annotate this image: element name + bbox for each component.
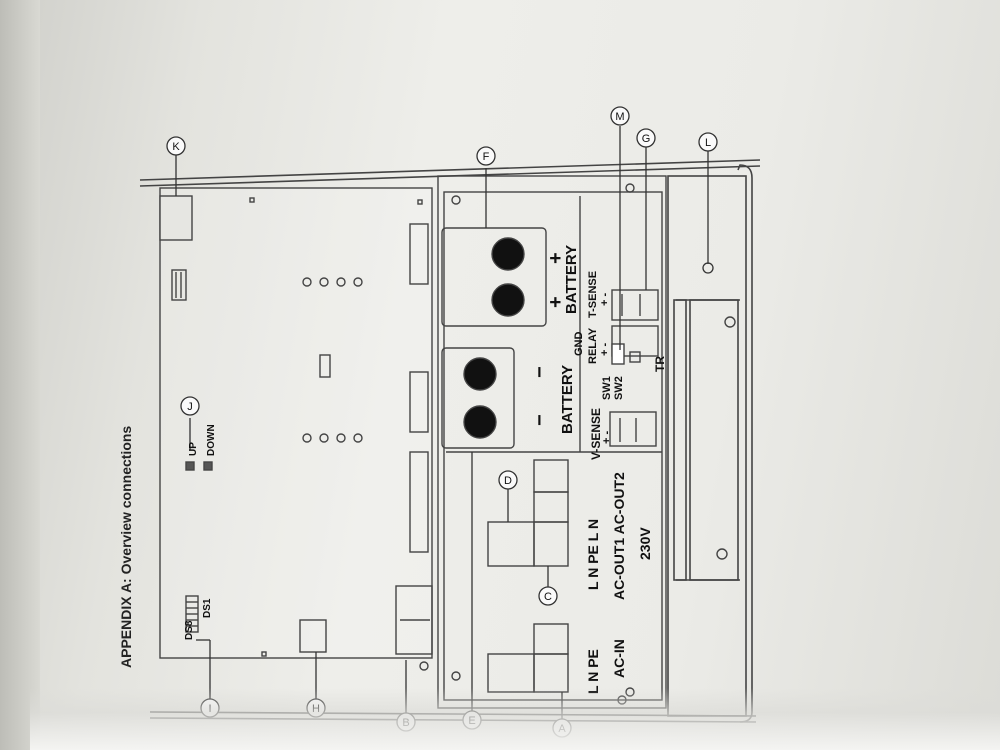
callout-k-letter: K	[172, 141, 180, 153]
ac-out-label: AC-OUT1 AC-OUT2	[611, 472, 627, 600]
t-sense-label: T-SENSE	[587, 271, 599, 318]
callout-g-letter: G	[642, 133, 651, 145]
callout-j: J	[180, 396, 200, 416]
callout-l-letter: L	[705, 137, 711, 149]
callout-j-letter: J	[187, 401, 193, 413]
relay-pins-label: + -	[599, 343, 611, 356]
v-sense-label: V-SENSE	[589, 408, 603, 460]
sw2-label: SW2	[613, 376, 625, 400]
ac-out-pins-label: L N PE L N	[585, 519, 601, 590]
callout-f: F	[476, 146, 496, 166]
control-board	[159, 187, 433, 671]
callout-m-letter: M	[615, 111, 624, 123]
callout-f-letter: F	[483, 151, 490, 163]
ac-in-label: AC-IN	[611, 639, 627, 678]
down-label: DOWN	[206, 424, 217, 456]
battery-plus-sign-2: +	[545, 252, 567, 264]
power-panel	[437, 175, 736, 709]
callout-c: C	[538, 586, 558, 606]
callout-k: K	[166, 136, 186, 156]
battery-negative-label: BATTERY	[559, 365, 576, 434]
appendix-heading: APPENDIX A: Overview connections	[118, 425, 134, 668]
callout-d: D	[498, 470, 518, 490]
battery-minus-sign: −	[529, 414, 551, 426]
gnd-label: GND	[573, 332, 585, 357]
t-sense-pins-label: + -	[599, 293, 611, 306]
page-edge-shadow	[30, 688, 1000, 750]
ac-in-pins-label: L N PE	[585, 649, 601, 694]
callout-d-letter: D	[504, 475, 512, 487]
ds1-label: DS1	[202, 598, 213, 618]
sw1-label: SW1	[601, 376, 613, 400]
ds8-label: DS8	[184, 620, 195, 640]
battery-positive-label: BATTERY	[563, 245, 580, 314]
callout-c-letter: C	[544, 591, 552, 603]
battery-plus-sign: +	[545, 296, 567, 308]
callout-m: M	[610, 106, 630, 126]
tr-label: TR	[653, 356, 667, 372]
voltage-label: 230V	[637, 527, 653, 560]
callout-g: G	[636, 128, 656, 148]
relay-label: RELAY	[587, 327, 599, 364]
battery-minus-sign-2: −	[529, 366, 551, 378]
up-label: UP	[188, 442, 199, 456]
callout-l: L	[698, 132, 718, 152]
v-sense-pins-label: + -	[601, 431, 613, 444]
page-binding-shadow	[0, 0, 40, 750]
